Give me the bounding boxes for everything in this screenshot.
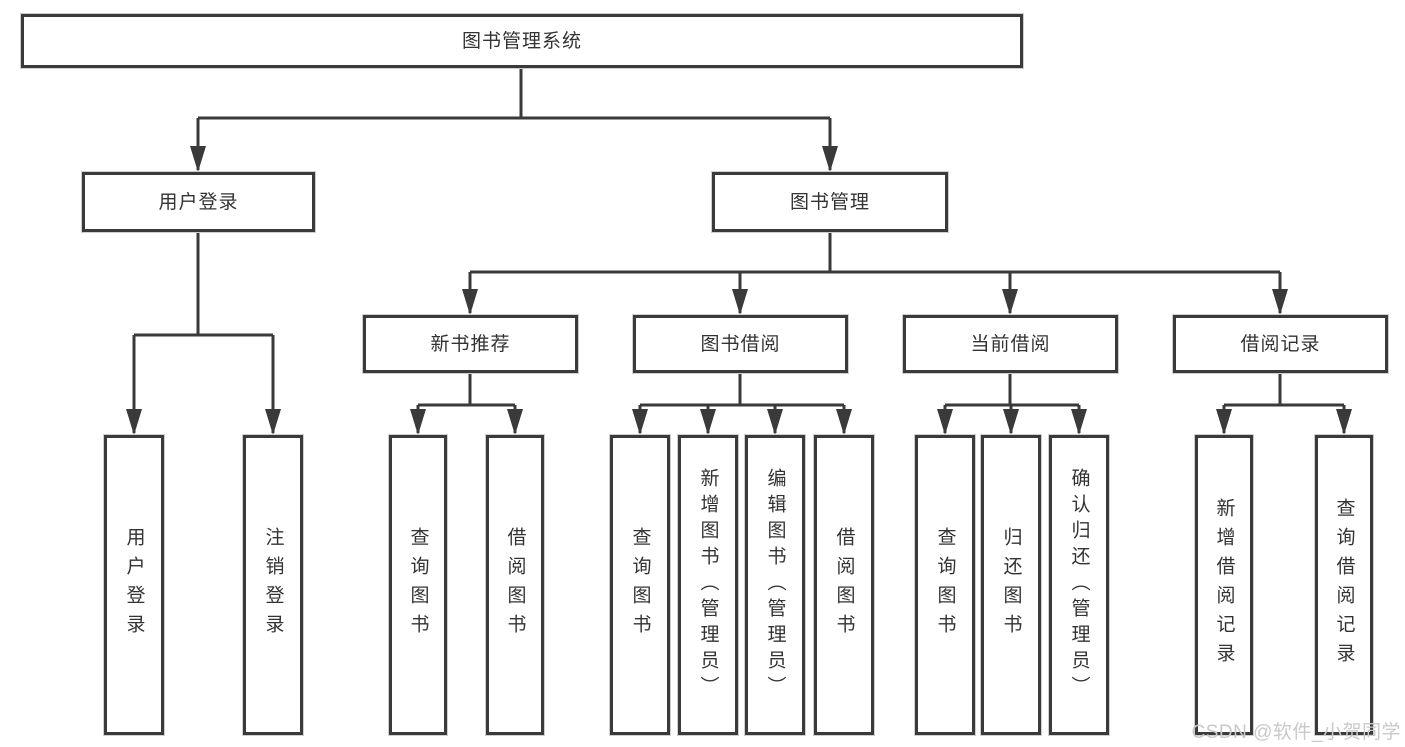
leaf-current-confirm-return-admin: 确认归还（管理员） <box>1049 435 1109 735</box>
leaf-borrow-borrow-book: 借阅图书 <box>814 435 874 735</box>
leaf-logout: 注销登录 <box>243 435 303 735</box>
node-book-management: 图书管理 <box>712 172 948 232</box>
node-user-login: 用户登录 <box>82 172 315 232</box>
leaf-recommend-query-book: 查询图书 <box>389 435 447 735</box>
leaf-user-login: 用户登录 <box>104 435 164 735</box>
node-borrowing-records: 借阅记录 <box>1173 315 1388 373</box>
leaf-borrow-edit-book-admin: 编辑图书（管理员） <box>745 435 805 735</box>
leaf-current-return-book: 归还图书 <box>981 435 1041 735</box>
leaf-borrow-query-book: 查询图书 <box>610 435 670 735</box>
leaf-records-add-record: 新增借阅记录 <box>1195 435 1253 735</box>
leaf-current-query-book: 查询图书 <box>915 435 975 735</box>
leaf-borrow-add-book-admin: 新增图书（管理员） <box>678 435 738 735</box>
leaf-records-query-record: 查询借阅记录 <box>1315 435 1373 735</box>
node-new-book-recommend: 新书推荐 <box>363 315 578 373</box>
node-book-borrowing: 图书借阅 <box>633 315 848 373</box>
leaf-recommend-borrow-book: 借阅图书 <box>486 435 544 735</box>
node-root: 图书管理系统 <box>21 14 1023 68</box>
node-current-borrowing: 当前借阅 <box>903 315 1118 373</box>
